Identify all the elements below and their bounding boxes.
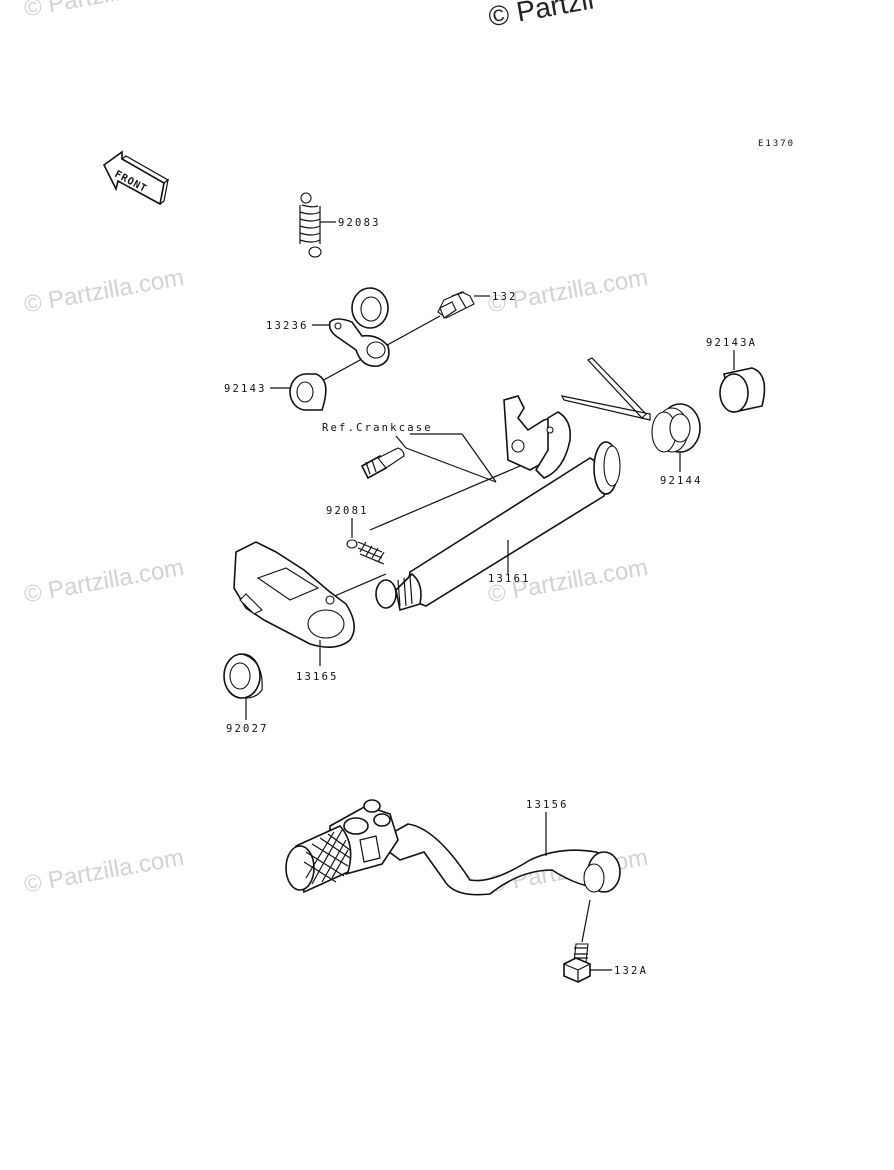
reference-label: Ref.Crankcase: [322, 422, 433, 434]
crankcase-pin-icon: [360, 433, 497, 483]
seal-92027-icon: [223, 653, 263, 720]
shaft-13161-icon: [375, 395, 621, 612]
spring-92083-icon: [299, 192, 336, 258]
label-92027: 92027: [226, 723, 269, 735]
collar-92143A-icon: [719, 350, 766, 413]
label-92143: 92143: [224, 383, 267, 395]
label-92143A: 92143A: [706, 337, 757, 349]
label-132A: 132A: [614, 965, 648, 977]
front-arrow-icon: FRONT: [102, 150, 170, 206]
lever-13236-icon: [312, 287, 390, 367]
bolt-132A-icon: [563, 899, 612, 983]
label-13165: 13165: [296, 671, 339, 683]
spring-92144-icon: [560, 357, 701, 472]
plate-13165-icon: [233, 541, 355, 666]
figure-code: E1370: [758, 139, 795, 149]
collar-92143-icon: [270, 373, 327, 411]
label-92144: 92144: [660, 475, 703, 487]
label-13156: 13156: [526, 799, 569, 811]
pedal-13156-icon: [285, 799, 621, 896]
label-13236: 13236: [266, 320, 309, 332]
spring-92081-icon: [329, 465, 521, 599]
label-92081: 92081: [326, 505, 369, 517]
label-132: 132: [492, 291, 518, 303]
label-92083: 92083: [338, 217, 381, 229]
label-13161: 13161: [488, 573, 531, 585]
